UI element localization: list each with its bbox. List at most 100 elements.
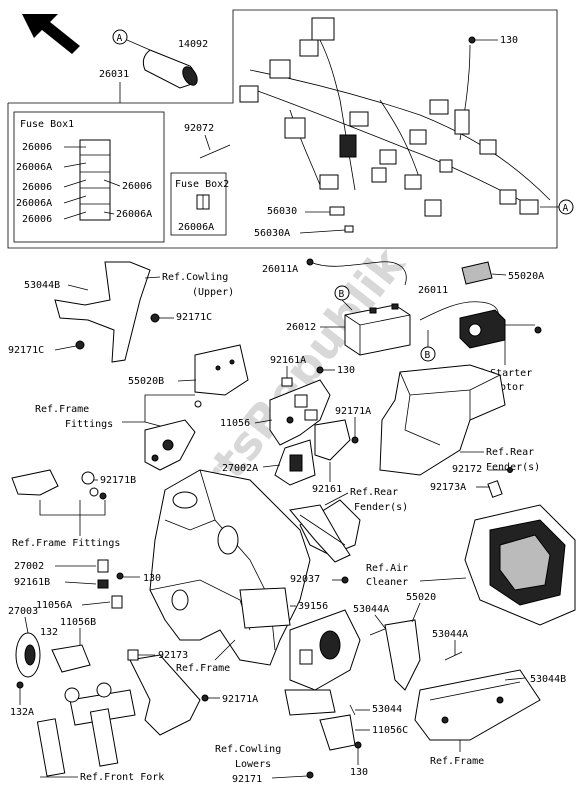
label-sheet-39156 <box>239 587 291 629</box>
label-130-mid: 130 <box>337 365 355 376</box>
label-132A: 132A <box>10 707 34 718</box>
label-53044: 53044 <box>372 704 402 715</box>
svg-text:B: B <box>339 289 345 300</box>
fuse-box1-title: Fuse Box1 <box>20 119 74 130</box>
direction-arrow-icon <box>22 14 80 54</box>
callout-b-top: B <box>334 285 353 311</box>
label-55020B: 55020B <box>128 376 164 387</box>
fuse-box1-row-1: 26006 <box>22 142 52 153</box>
label-56030A: 56030A <box>254 228 290 239</box>
label-27003: 27003 <box>8 606 38 617</box>
label-53044A-1: 53044A <box>353 604 389 615</box>
front-fork <box>36 682 136 777</box>
label-92171B: 92171B <box>100 475 136 486</box>
left-frame-fitting <box>11 469 107 500</box>
ref-air-line2: Cleaner <box>366 577 408 588</box>
ref-rear-fender-1-line1: Ref.Rear <box>486 447 534 458</box>
label-11056A: 11056A <box>36 600 72 611</box>
label-92173A: 92173A <box>430 482 466 493</box>
label-92171C-left: 92171C <box>8 345 44 356</box>
label-92171: 92171 <box>232 774 262 785</box>
battery-lead-26011 <box>419 301 499 321</box>
label-130-low: 130 <box>143 573 161 584</box>
ref-cowling-lowers-line2: Lowers <box>235 759 271 770</box>
ecu-cover-55020B <box>194 344 249 396</box>
label-11056B: 11056B <box>60 617 96 628</box>
callout-b-right: B <box>420 330 436 362</box>
label-55020: 55020 <box>406 592 436 603</box>
ref-rear-fender-2-line1: Ref.Rear <box>350 487 398 498</box>
svg-text:A: A <box>563 203 569 214</box>
main-wiring-harness <box>239 17 551 217</box>
label-92037: 92037 <box>290 574 320 585</box>
cover-92161 <box>314 419 351 461</box>
label-92072: 92072 <box>184 123 214 134</box>
fuse-box1-row-5: 26006 <box>22 214 52 225</box>
clip-56030A <box>344 225 354 233</box>
label-132: 132 <box>40 627 58 638</box>
fuse-box2-title: Fuse Box2 <box>175 179 229 190</box>
battery-lead-26011A <box>309 261 407 286</box>
label-26011: 26011 <box>418 285 448 296</box>
ref-starter-line1: Ref.Starter <box>466 368 532 379</box>
ref-rear-fender-2-line2: Fender(s) <box>354 502 408 513</box>
rear-fender-fitting <box>289 504 351 563</box>
rubber-cap-14092 <box>142 49 198 89</box>
fuse-box2-group: Fuse Box2 26006A <box>170 172 229 236</box>
air-cleaner <box>464 504 576 626</box>
fuse-box1-row-2: 26006A <box>16 162 52 173</box>
label-14092: 14092 <box>178 39 208 50</box>
bracket-55020 <box>384 619 421 691</box>
label-53044B-low: 53044B <box>530 674 566 685</box>
ref-cowling-upper-line1: Ref.Cowling <box>162 272 228 283</box>
ref-frame-fittings-1-line2: Fittings <box>65 419 113 430</box>
rear-frame-bracket <box>414 669 541 741</box>
ref-front-fork: Ref.Front Fork <box>80 772 164 783</box>
ref-frame-2: Ref.Frame <box>430 756 484 767</box>
label-53044B-top: 53044B <box>24 280 60 291</box>
ref-frame-fittings-2: Ref.Frame Fittings <box>12 538 120 549</box>
label-53044A-2: 53044A <box>432 629 468 640</box>
battery-case <box>379 364 506 476</box>
fuse-box1-row-4: 26006A <box>16 198 52 209</box>
bracket-11056C <box>319 714 356 751</box>
fuse-box1-row-3: 26006 <box>22 182 52 193</box>
label-39156: 39156 <box>298 601 328 612</box>
ref-cowling-upper-line2: (Upper) <box>192 287 234 298</box>
battery-26012 <box>344 303 411 356</box>
harness-frame-outline <box>7 9 558 249</box>
horn-27003 <box>15 632 41 678</box>
cable-tie-92072 <box>199 134 231 159</box>
ignition-coil-cover-27002A <box>274 439 316 486</box>
label-26011A: 26011A <box>262 264 298 275</box>
ref-frame-1: Ref.Frame <box>176 663 230 674</box>
ecu-bracket-central <box>284 609 361 716</box>
ignition-coil-27002 <box>97 559 109 573</box>
label-26012: 26012 <box>286 322 316 333</box>
fuse-box1-group: Fuse Box1 26006 26006A 26006 26006A 2600… <box>13 111 165 243</box>
label-27002A: 27002A <box>222 463 258 474</box>
label-130-bottom: 130 <box>350 767 368 778</box>
ref-air-line1: Ref.Air <box>366 563 408 574</box>
label-11056: 11056 <box>220 418 250 429</box>
label-26031: 26031 <box>99 69 129 80</box>
label-27002: 27002 <box>14 561 44 572</box>
label-92172: 92172 <box>452 464 482 475</box>
lower-bracket-92173 <box>127 649 201 736</box>
ref-rear-fender-1-line2: Fender(s) <box>486 462 540 473</box>
fuse-box1-right-1: 26006 <box>122 181 152 192</box>
starter-relay <box>459 309 542 349</box>
clip-56030 <box>329 206 345 216</box>
label-92161B: 92161B <box>14 577 50 588</box>
ref-cowling-lowers-line1: Ref.Cowling <box>215 744 281 755</box>
cover-92161B <box>97 579 109 589</box>
fuse-box1-right-2: 26006A <box>116 209 152 220</box>
label-92161: 92161 <box>312 484 342 495</box>
ref-frame-fittings-1-line1: Ref.Frame <box>35 404 89 415</box>
label-92171A-mid: 92171A <box>335 406 371 417</box>
fuse-box2-part: 26006A <box>178 222 214 233</box>
label-92173: 92173 <box>158 650 188 661</box>
label-55020A: 55020A <box>508 271 544 282</box>
relay-bracket-11056 <box>269 379 331 446</box>
